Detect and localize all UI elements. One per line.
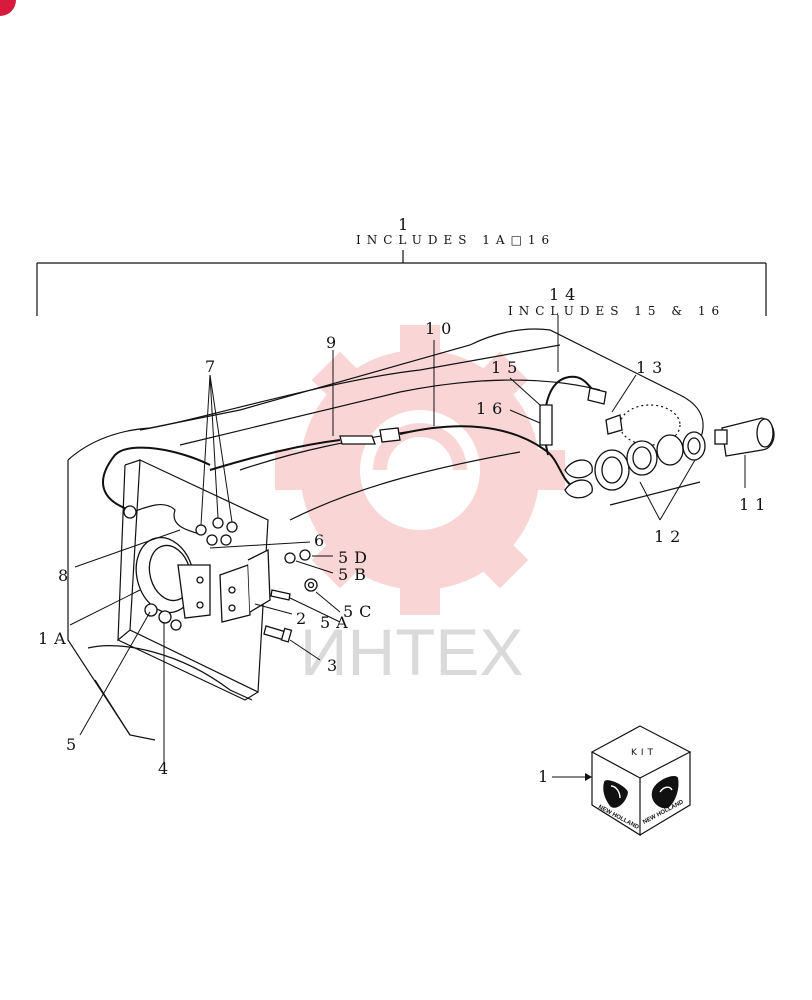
callout-5a: 5A: [320, 613, 354, 632]
new-holland-logo-left: [603, 780, 628, 808]
kit-arrowhead: [585, 773, 592, 781]
callout-8: 8: [58, 566, 74, 585]
kit-brand-left: NEW HOLLAND: [597, 804, 640, 831]
terminal-upper: [564, 459, 593, 479]
wire-9: [209, 439, 341, 471]
kit-box-icon: NEW HOLLAND NEW HOLLAND: [590, 725, 692, 837]
callout-2: 2: [296, 609, 312, 628]
callout-10: 10: [425, 319, 457, 338]
harness-plug: [587, 387, 607, 405]
assembly-bracket: [36, 250, 767, 316]
wire-9-connector: [339, 435, 376, 445]
assembly-includes: INCLUDES 1A□16: [356, 233, 555, 247]
nut-5: [144, 603, 158, 617]
assembly-callout: 1: [398, 215, 414, 234]
bolt: [263, 625, 293, 643]
callout-4: 4: [158, 759, 174, 778]
subassembly-callout: 14: [549, 285, 581, 304]
callout-3: 3: [327, 656, 343, 675]
mounting-bracket: [219, 548, 271, 623]
nut-5d: [299, 549, 311, 561]
callout-11: 11: [739, 495, 771, 514]
callout-7: 7: [205, 357, 221, 376]
callout-13: 13: [636, 358, 668, 377]
wire-10: [399, 425, 576, 489]
terminal-lower: [564, 479, 593, 499]
new-holland-logo-right: [651, 775, 679, 809]
callout-6: 6: [314, 531, 330, 550]
kit-callout: 1: [538, 767, 554, 786]
callout-5d: 5D: [338, 548, 373, 567]
callout-15: 15: [491, 358, 523, 377]
washer: [170, 619, 182, 631]
fitting-nut: [123, 505, 137, 519]
callout-5c: 5C: [343, 602, 377, 621]
watermark-text: ИНТЕХ: [300, 615, 523, 689]
plug-11: [714, 417, 775, 457]
subassembly-includes: INCLUDES 15 & 16: [508, 304, 725, 318]
socket-13: [605, 404, 681, 446]
callout-16: 16: [476, 399, 508, 418]
wire-10-connector: [379, 427, 401, 443]
nut-4: [158, 610, 172, 624]
rings-12: [594, 431, 706, 491]
kit-box-label: KIT: [631, 748, 657, 758]
washer-5b: [284, 552, 296, 564]
fuse-holder-16: [539, 404, 553, 446]
motor-housing: [135, 536, 211, 619]
callout-9: 9: [326, 333, 342, 352]
mounting-panel: [117, 459, 269, 701]
tractor-fender-outline: [67, 328, 704, 741]
hose-fitting: [124, 503, 201, 535]
callout-12: 12: [654, 527, 686, 546]
corner-badge-icon: [0, 0, 16, 16]
callout-5b: 5B: [338, 565, 372, 584]
callout-leaders: [69, 315, 746, 762]
callout-1a: 1A: [38, 629, 72, 648]
bolt-5a: [270, 589, 291, 601]
connector-nuts: [195, 517, 238, 546]
hydraulic-line: [102, 446, 211, 511]
callout-5: 5: [66, 735, 82, 754]
